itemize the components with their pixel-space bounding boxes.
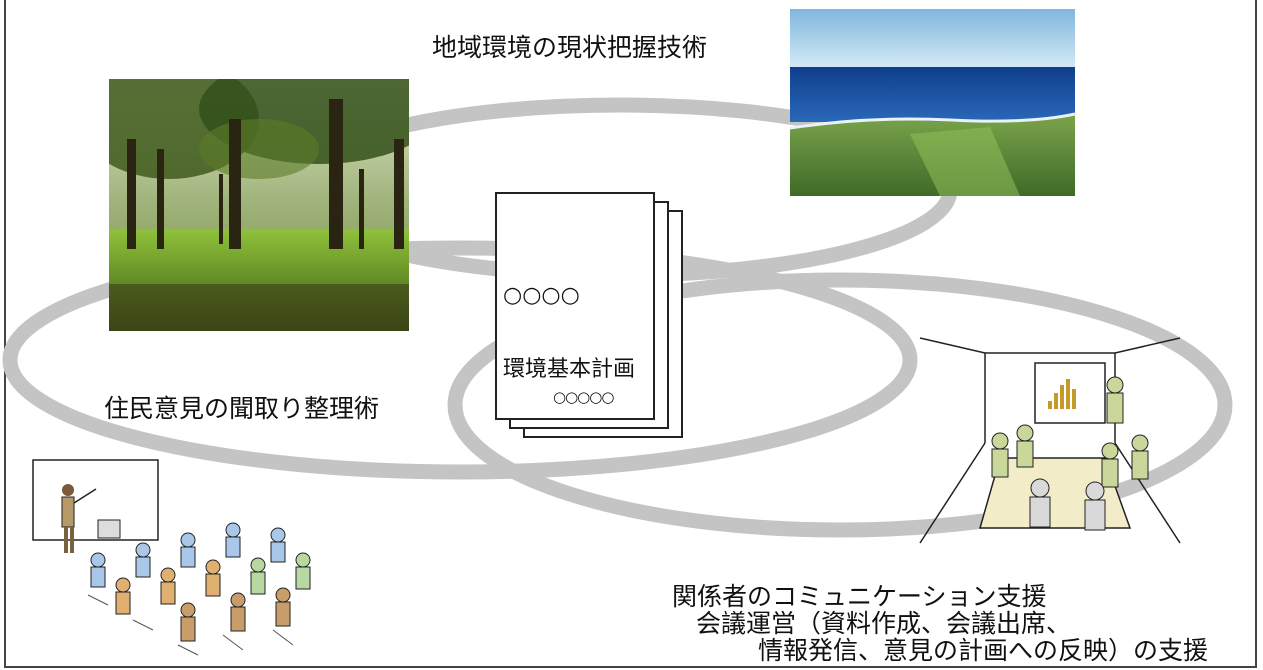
coastline-photo <box>790 9 1075 196</box>
environment-survey-label: 地域環境の現状把握技術 <box>432 33 708 62</box>
stakeholder-title-label: 関係者のコミュニケーション支援 <box>672 582 1047 611</box>
meeting-illustration <box>915 333 1185 548</box>
seminar-illustration <box>28 455 338 660</box>
document-title-line2: 環境基本計画 <box>503 357 636 383</box>
document-sheet-front: ○○○○ 環境基本計画 ○○○○○ <box>495 192 655 420</box>
diagram-frame <box>4 0 1257 668</box>
resident-opinions-label: 住民意見の聞取り整理術 <box>104 394 380 423</box>
document-footer: ○○○○○ <box>553 388 614 406</box>
forest-photo <box>109 79 409 331</box>
stakeholder-line3-label: 情報発信、意見の計画への反映）の支援 <box>758 636 1209 665</box>
stakeholder-line2-label: 会議運営（資料作成、会議出席、 <box>696 609 1072 638</box>
ring-right <box>447 272 1233 538</box>
plan-document-stack: ○○○○ 環境基本計画 ○○○○○ <box>495 192 695 442</box>
document-title-line1: ○○○○ <box>503 283 580 309</box>
document-title: ○○○○ 環境基本計画 <box>503 235 635 432</box>
ring-left <box>2 240 918 480</box>
